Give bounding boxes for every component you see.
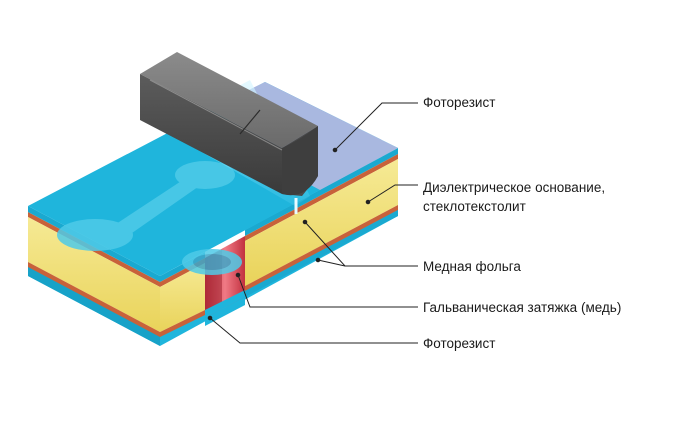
leader-photoresist-top [334, 102, 418, 151]
leader-photoresist-bottom [209, 317, 418, 344]
right-side-face [160, 148, 398, 337]
label-photoresist-bottom: Фоторезист [423, 336, 496, 351]
leader-dielectric [367, 184, 418, 203]
exposure-roller [140, 52, 318, 196]
label-copper-foil: Медная фольга [423, 259, 521, 274]
leader-lines [207, 102, 418, 344]
label-dielectric-line1: Диэлектрическое основание, [423, 180, 606, 195]
label-galvanic-plating: Гальваническая затяжка (медь) [423, 300, 622, 315]
label-dielectric: Диэлектрическое основание, стеклотекстол… [423, 178, 605, 216]
copper-traces [57, 161, 242, 275]
bottom-photoresist-layer [28, 206, 398, 346]
leader-galvanic [237, 274, 418, 308]
label-photoresist-top: Фоторезист [423, 95, 496, 110]
label-dielectric-line2: стеклотекстолит [423, 199, 526, 214]
